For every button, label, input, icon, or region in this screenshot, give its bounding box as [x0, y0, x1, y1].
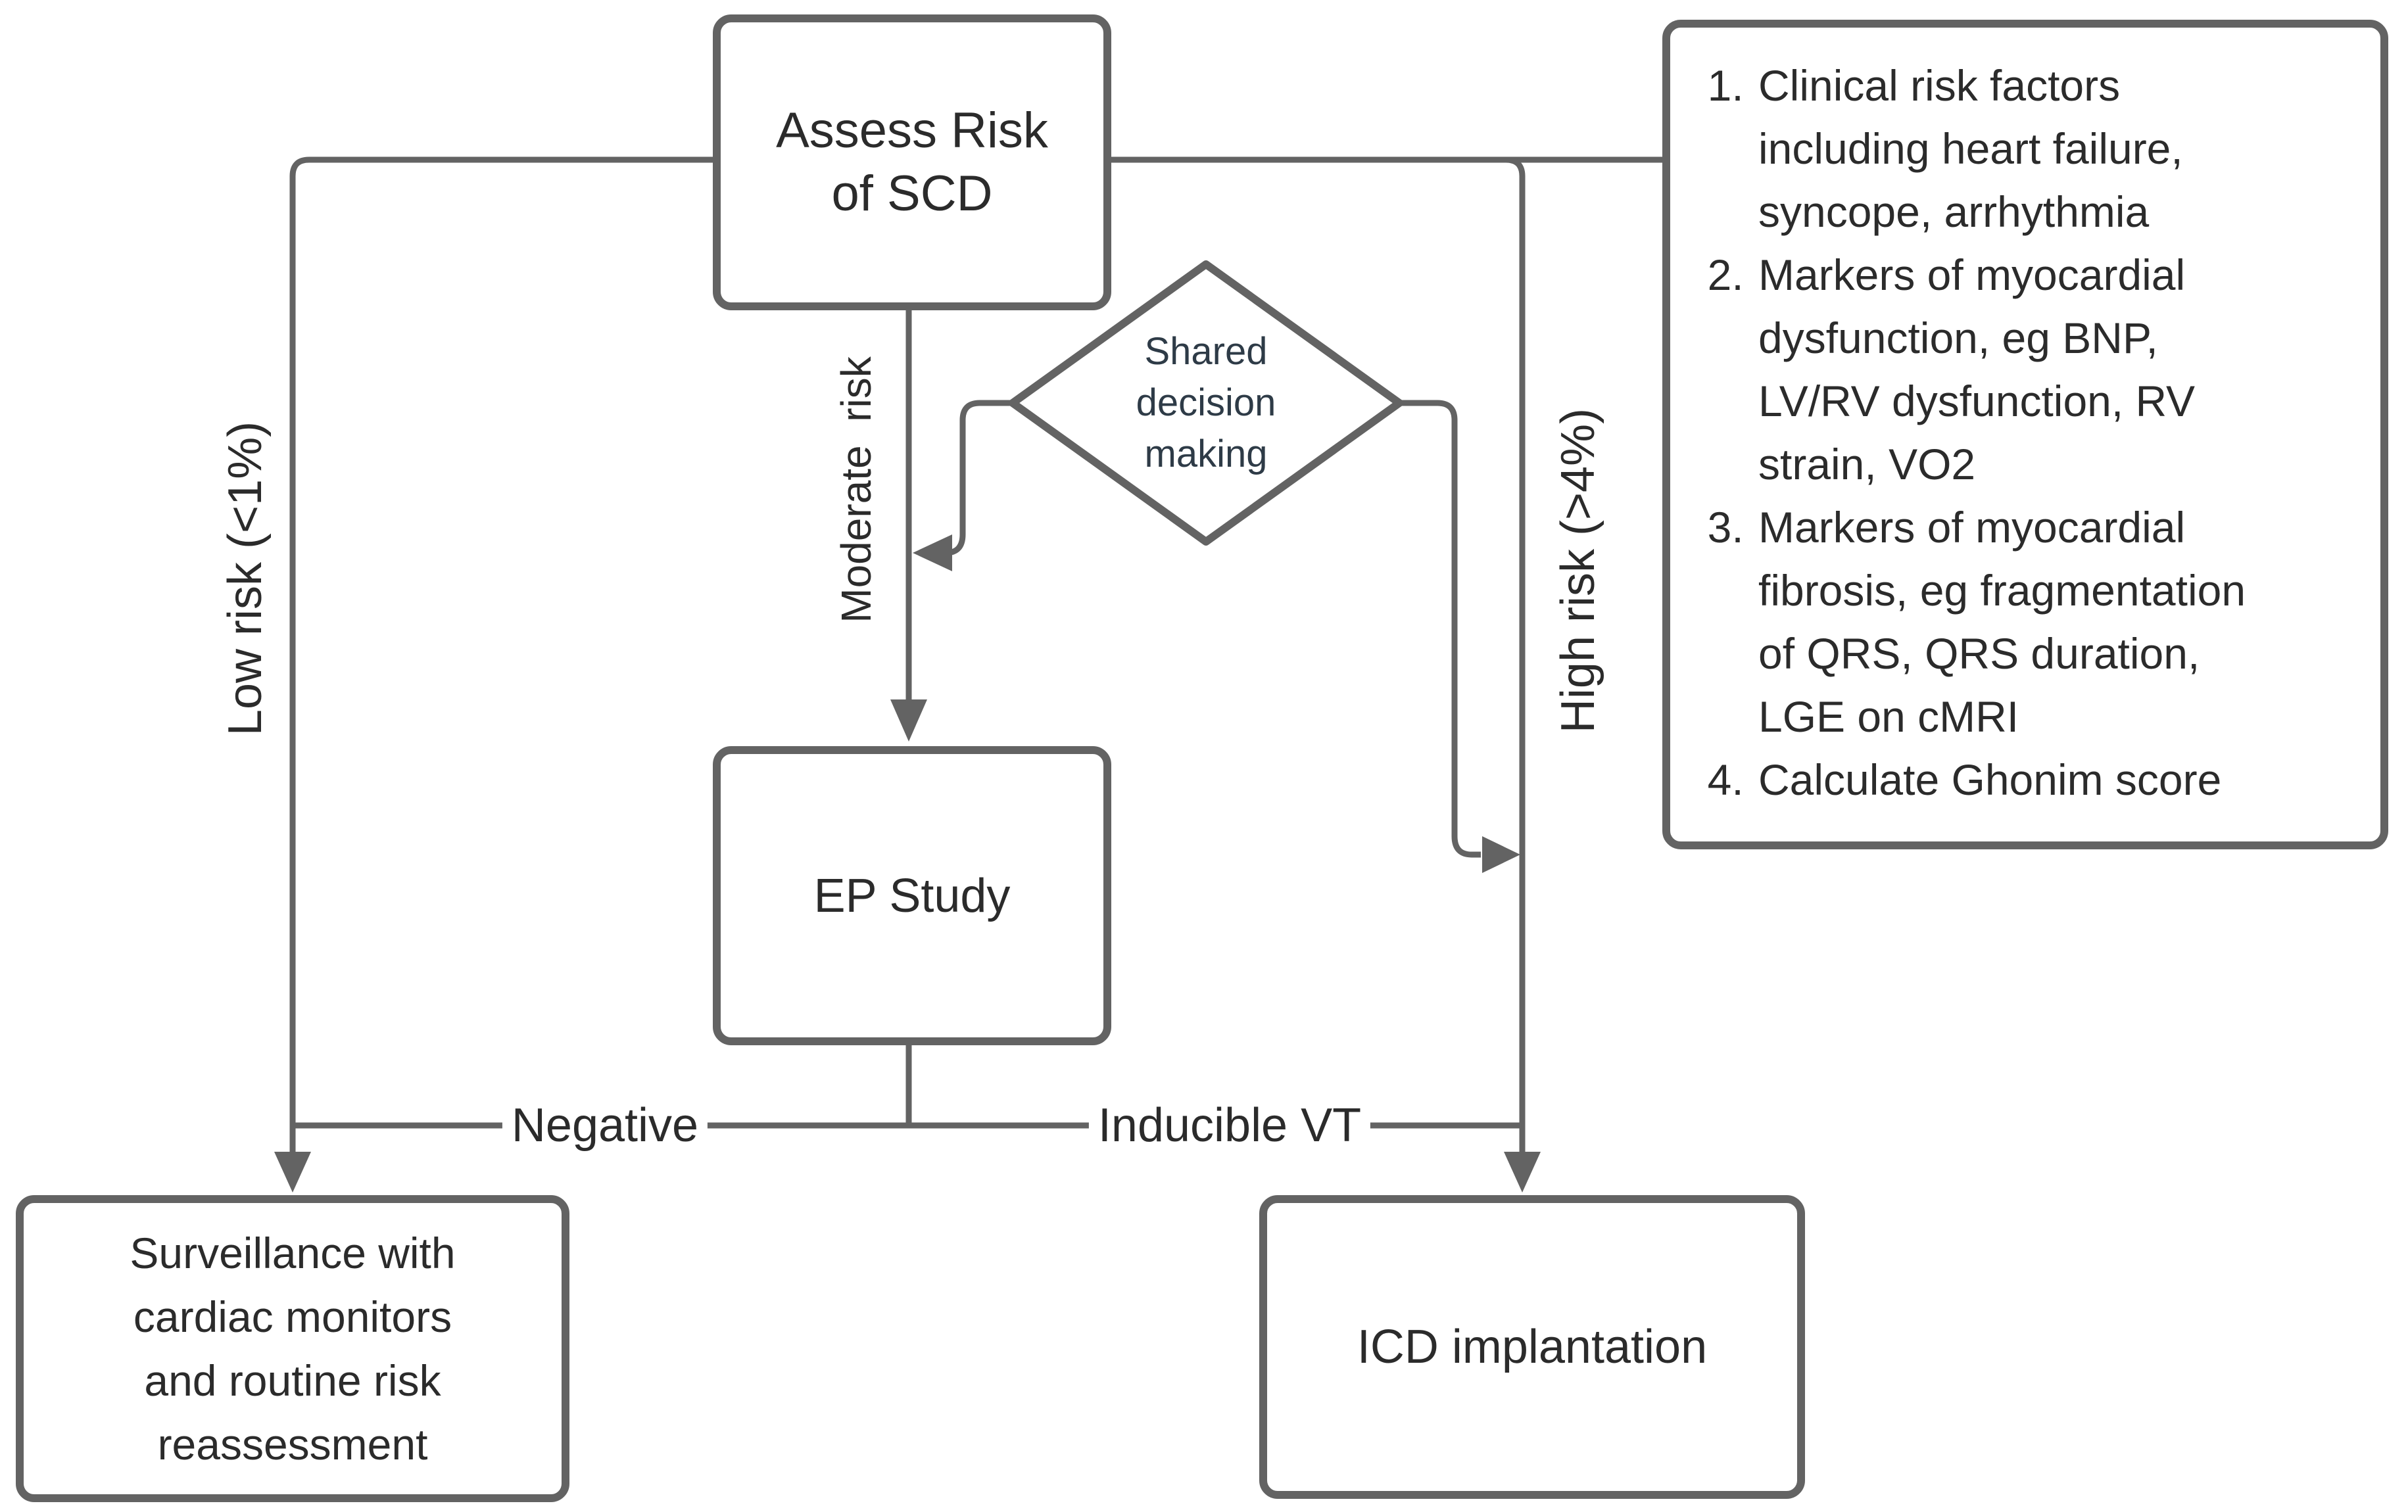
arrowhead-into-surveillance: [274, 1152, 311, 1193]
risk-note-item-4: Calculate Ghonim score: [1756, 748, 2361, 811]
edge-label-negative: Negative: [502, 1099, 708, 1152]
risk-note-item-3: Markers of myocardial fibrosis, eg fragm…: [1756, 496, 2361, 748]
node-surveillance: Surveillance with cardiac monitors and r…: [16, 1195, 569, 1502]
risk-notes-panel: Clinical risk factors including heart fa…: [1662, 20, 2388, 849]
node-icd-implantation: ICD implantation: [1259, 1195, 1805, 1499]
wire-low-risk: [289, 156, 713, 1156]
wire-high-risk: [1505, 156, 1526, 1156]
risk-note-item-2: Markers of myocardial dysfunction, eg BN…: [1756, 243, 2361, 496]
edge-label-moderate-risk: Moderate risk: [832, 356, 880, 623]
arrowhead-into-ep-study: [890, 699, 927, 742]
risk-notes-list: Clinical risk factors including heart fa…: [1683, 54, 2361, 811]
edge-label-low-risk: Low risk (<1%): [219, 421, 272, 736]
edge-label-high-risk: High risk (>4%): [1552, 408, 1604, 734]
decision-path-right: [1399, 400, 1481, 858]
decision-shared-label: Shared decision making: [1136, 330, 1276, 475]
edge-label-inducible-vt: Inducible VT: [1088, 1099, 1371, 1152]
arrowhead-into-high-line: [1482, 836, 1520, 873]
decision-path-left: [945, 400, 1013, 556]
node-ep-study: EP Study: [713, 746, 1111, 1045]
risk-note-item-1: Clinical risk factors including heart fa…: [1756, 54, 2361, 243]
arrowhead-into-icd: [1504, 1152, 1541, 1193]
node-assess-risk: Assess Risk of SCD: [713, 14, 1111, 310]
arrowhead-into-moderate-line: [913, 534, 952, 571]
